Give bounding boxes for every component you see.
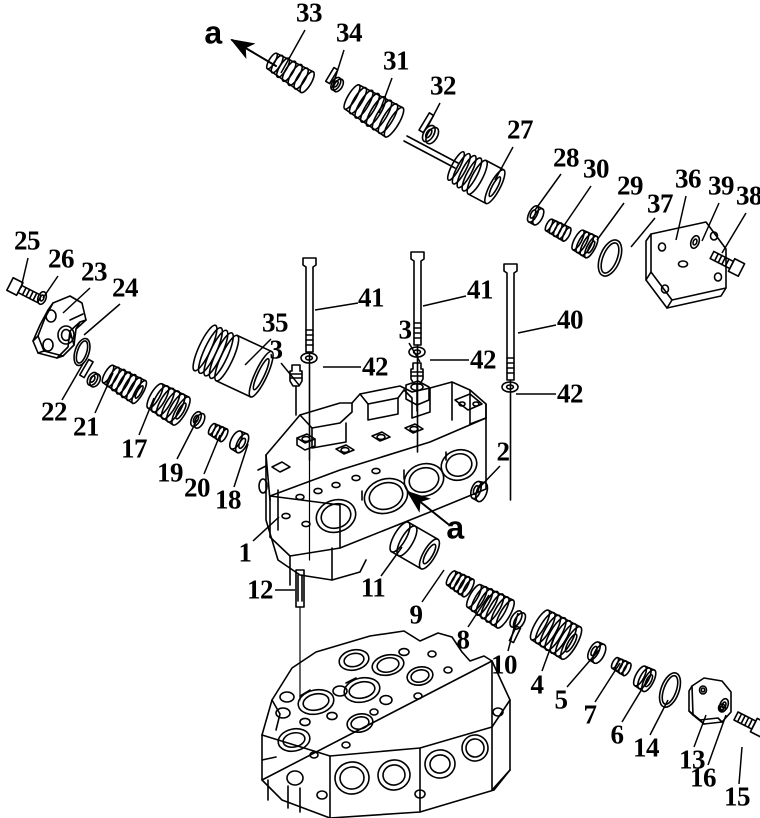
section-mark-a-top: a [204, 14, 222, 51]
callout-12: 12 [247, 574, 274, 605]
callout-13: 13 [679, 744, 706, 775]
callout-14: 14 [633, 732, 660, 763]
callout-20: 20 [184, 472, 211, 503]
section-arrow-a-top [230, 38, 277, 67]
callout-31: 31 [383, 45, 410, 76]
callout-29: 29 [617, 170, 644, 201]
callout-42: 42 [557, 378, 584, 409]
part-26-washer [36, 290, 48, 306]
callout-5: 5 [554, 684, 569, 715]
part-33-spring [265, 52, 316, 94]
part-1-valve-body [257, 380, 487, 586]
part-41-long-bolt-left [302, 257, 317, 461]
part-11-spool-sleeve [389, 521, 441, 570]
callout-3: 3 [269, 334, 284, 365]
part-40-long-bolt-right [503, 263, 518, 501]
part-31-spring [343, 84, 405, 138]
callout-16: 16 [690, 762, 717, 793]
part-29-o-ring [597, 239, 623, 277]
callout-41: 41 [358, 282, 385, 313]
callout-28: 28 [553, 142, 580, 173]
callout-7: 7 [583, 699, 598, 730]
callout-30: 30 [583, 153, 610, 184]
callout-42: 42 [470, 344, 497, 375]
callout-2: 2 [496, 436, 511, 467]
section-arrow-a-bottom [406, 490, 449, 525]
part-5-washer-ring [586, 641, 607, 665]
callout-40: 40 [557, 304, 584, 335]
callout-27: 27 [507, 114, 534, 145]
part-9-spring-small [445, 570, 475, 598]
callout-17: 17 [121, 433, 148, 464]
part-12-dowel-pin [295, 569, 305, 608]
callout-1: 1 [238, 537, 253, 568]
lower-manifold-block [261, 630, 511, 818]
part-42-washer-left [300, 352, 318, 364]
part-16-washer [718, 697, 730, 713]
callout-32: 32 [430, 70, 457, 101]
callout-25: 25 [14, 225, 41, 256]
callout-35: 35 [262, 307, 289, 338]
callout-4: 4 [530, 669, 545, 700]
callout-41: 41 [467, 274, 494, 305]
part-29-collar [571, 229, 599, 259]
part-39-washer [689, 234, 701, 250]
callout-3: 3 [398, 314, 413, 345]
callout-24: 24 [112, 272, 139, 303]
callout-38: 38 [736, 180, 760, 211]
part-21-spring [101, 364, 148, 405]
callout-6: 6 [610, 719, 625, 750]
callout-19: 19 [157, 457, 184, 488]
part-42-washer-right [501, 381, 519, 393]
callout-26: 26 [48, 243, 75, 274]
part-17-sleeve [146, 382, 191, 426]
part-19-washer [189, 410, 206, 430]
callout-36: 36 [675, 163, 702, 194]
callout-8: 8 [456, 624, 471, 655]
callout-39: 39 [708, 170, 735, 201]
callout-23: 23 [81, 256, 108, 287]
part-27-spool-valve [403, 135, 506, 205]
part-7-spring-small [610, 656, 632, 677]
part-10-pin [508, 610, 527, 644]
callout-33: 33 [296, 0, 323, 28]
part-14-o-ring [658, 672, 682, 708]
callout-15: 15 [724, 781, 751, 812]
part-3-fitting-left [289, 364, 303, 416]
part-38-bolt [709, 250, 746, 278]
callout-42: 42 [362, 351, 389, 382]
callout-9: 9 [409, 599, 424, 630]
part-4-sleeve [529, 609, 583, 661]
callout-10: 10 [491, 649, 518, 680]
callout-22: 22 [41, 396, 68, 427]
part-6-collar [632, 665, 657, 693]
callout-18: 18 [215, 484, 242, 515]
part-28-collar [526, 205, 545, 226]
part-18-collar [228, 430, 250, 454]
callout-37: 37 [647, 188, 674, 219]
callout-34: 34 [336, 17, 363, 48]
callout-11: 11 [360, 572, 386, 603]
section-mark-a-bottom: a [446, 509, 464, 546]
part-20-spring-small [207, 422, 229, 443]
part-41-long-bolt-mid [410, 251, 425, 453]
part-37-gasket-plate [645, 221, 727, 309]
part-32-pin [418, 112, 440, 145]
part-34-pin [324, 66, 345, 93]
part-30-spring-small [544, 218, 572, 242]
callout-21: 21 [73, 411, 100, 442]
part-35-sleeve-bushing [192, 324, 274, 398]
part-8-spring-large [465, 583, 515, 629]
part-15-bolt [733, 711, 760, 738]
part-13-cover-cap [688, 677, 732, 725]
